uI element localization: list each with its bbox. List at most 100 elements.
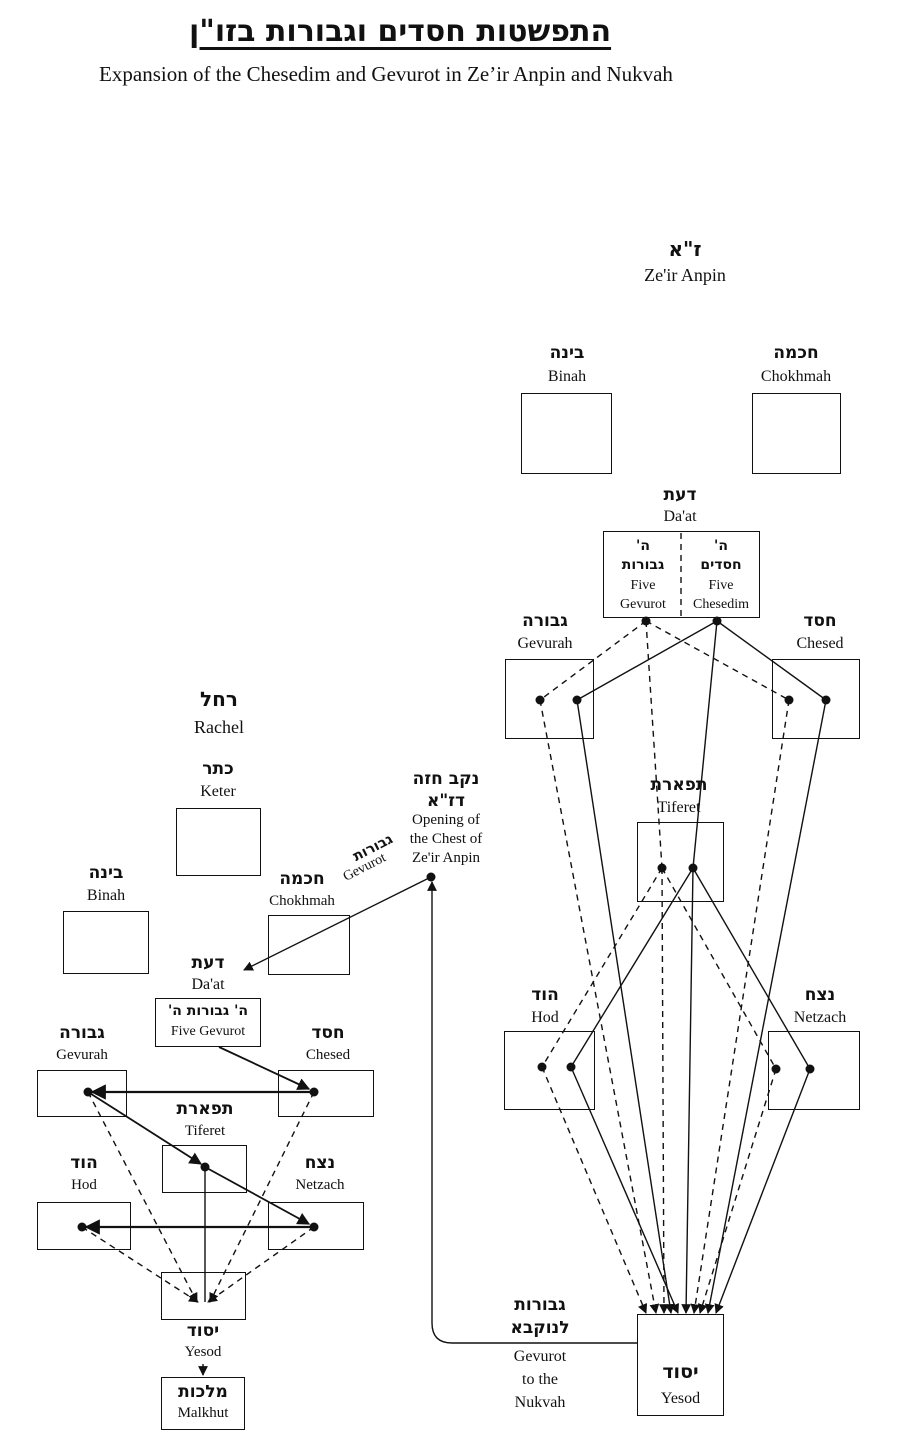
gevurot-to-nukvah-english-1: Gevurot <box>513 1348 567 1365</box>
za-dot-dG <box>641 616 651 626</box>
chest-opening-english-1: Opening of <box>412 812 480 828</box>
za-wire-hC-yesod <box>570 1066 679 1314</box>
rachel-malkhut-box <box>161 1377 245 1430</box>
rachel-hod-box <box>37 1202 131 1250</box>
rachel-keter-hebrew: כתר <box>202 759 234 779</box>
rachel-gevurah-english: Gevurah <box>56 1047 108 1063</box>
za-yesod-hebrew: יסוד <box>662 1361 699 1383</box>
rachel-heading-hebrew: רחל <box>200 687 238 711</box>
za-daat-chesedim-english-1: Five <box>708 578 734 593</box>
za-wire-daat-chesed-solid <box>716 620 827 701</box>
za-wire-gG-yesod <box>539 699 660 1314</box>
za-wire-cG-yesod <box>690 699 790 1314</box>
za-gevurah-hebrew: גבורה <box>522 611 568 631</box>
za-dot-cC <box>821 695 831 705</box>
za-chesed-box <box>772 659 860 739</box>
gevurot-arrow-to-rachel-daat <box>243 876 432 971</box>
rachel-daat-box-hebrew: ה' גבורות ה' <box>168 1003 248 1019</box>
rachel-wire-hod-yesod-dashed <box>81 1226 199 1303</box>
rachel-chesed-hebrew: חסד <box>311 1023 345 1043</box>
rachel-yesod-hebrew: יסוד <box>186 1321 220 1341</box>
za-heading-english: Ze'ir Anpin <box>644 265 726 285</box>
za-dot-cG <box>784 695 794 705</box>
rachel-malkhut-english: Malkhut <box>177 1405 229 1421</box>
za-binah-box <box>521 393 612 474</box>
za-dot-tC <box>688 863 698 873</box>
rachel-binah-hebrew: בינה <box>88 863 124 883</box>
rachel-binah-box <box>63 911 149 974</box>
rachel-heading-english: Rachel <box>194 717 244 737</box>
title-hebrew: התפשטות חסדים וגבורות בזו"ן <box>188 14 612 49</box>
rachel-gevurah-box <box>37 1070 127 1117</box>
rachel-daat-box-english: Five Gevurot <box>170 1024 246 1039</box>
chest-opening-english-2: the Chest of <box>409 831 483 847</box>
rachel-dot-g <box>83 1087 93 1097</box>
za-daat-chesedim-hebrew-1: ה' <box>714 538 728 554</box>
rachel-hod-hebrew: הוד <box>70 1153 98 1173</box>
gevurot-to-nukvah-hebrew-2: לנוקבא <box>510 1318 570 1338</box>
za-dot-hC <box>566 1062 576 1072</box>
gevurot-to-nukvah-path <box>427 881 637 1344</box>
rachel-keter-english: Keter <box>200 783 236 800</box>
rachel-tiferet-hebrew: תפארת <box>176 1099 234 1119</box>
za-wire-cC-yesod <box>704 699 827 1314</box>
rachel-yesod-english: Yesod <box>184 1344 222 1360</box>
rachel-daat-english: Da'at <box>191 976 225 993</box>
za-heading-hebrew: ז"א <box>668 237 702 261</box>
za-hod-english: Hod <box>531 1009 559 1026</box>
za-wire-nG-yesod <box>697 1068 777 1314</box>
za-hod-box <box>504 1031 595 1110</box>
za-binah-hebrew: בינה <box>549 343 585 363</box>
rachel-wire-daat-chesed <box>218 1046 311 1090</box>
title-english: Expansion of the Chesedim and Gevurot in… <box>99 62 673 86</box>
gevurot-to-nukvah-hebrew-1: גבורות <box>514 1295 566 1315</box>
za-dot-tG <box>657 863 667 873</box>
za-wire-tC-yesod <box>681 867 694 1314</box>
za-chokhmah-box <box>752 393 841 474</box>
rachel-netzach-hebrew: נצח <box>304 1153 336 1173</box>
za-daat-gevurot-hebrew-1: ה' <box>636 538 650 554</box>
rachel-dot-c <box>309 1087 319 1097</box>
za-dot-dC <box>712 616 722 626</box>
za-daat-box <box>603 531 760 618</box>
za-hod-hebrew: הוד <box>531 985 559 1005</box>
za-daat-english: Da'at <box>663 508 697 525</box>
za-daat-hebrew: דעת <box>663 485 697 505</box>
chest-opening-hebrew-1: נקב חזה <box>412 769 480 789</box>
rachel-chokhmah-box <box>268 915 350 975</box>
za-wire-daat-chesed-dashed <box>645 620 790 701</box>
za-chokhmah-hebrew: חכמה <box>773 343 819 363</box>
za-tiferet-hebrew: תפארת <box>650 775 708 795</box>
za-tiferet-english: Tiferet <box>657 799 701 816</box>
rachel-chokhmah-hebrew: חכמה <box>279 869 325 889</box>
za-yesod-english: Yesod <box>660 1390 701 1407</box>
za-tiferet-box <box>637 822 724 902</box>
rachel-hod-english: Hod <box>71 1177 97 1193</box>
rachel-wire-tiferet-netzach <box>204 1166 311 1225</box>
rachel-chesed-english: Chesed <box>305 1047 351 1063</box>
za-wire-tG-yesod <box>659 867 669 1314</box>
rachel-chokhmah-english: Chokhmah <box>269 893 335 909</box>
rachel-netzach-box <box>268 1202 364 1250</box>
za-dot-nC <box>805 1064 815 1074</box>
za-daat-chesedim-english-2: Chesedim <box>693 597 749 612</box>
rachel-wire-gevurah-tiferet <box>87 1091 203 1165</box>
rachel-daat-hebrew: דעת <box>191 953 225 973</box>
rachel-keter-box <box>176 808 261 876</box>
chest-opening-dot <box>426 872 436 882</box>
za-netzach-hebrew: נצח <box>804 985 836 1005</box>
gevurot-to-nukvah-english-2: to the <box>522 1371 558 1388</box>
za-netzach-english: Netzach <box>793 1009 847 1026</box>
za-daat-gevurot-hebrew-2: גבורות <box>621 557 665 573</box>
za-chokhmah-english: Chokhmah <box>760 368 832 385</box>
za-daat-gevurot-english-2: Gevurot <box>620 597 666 612</box>
za-wire-daat-tiferet-dashed <box>645 620 663 869</box>
za-dot-hG <box>537 1062 547 1072</box>
rachel-yesod-box <box>161 1272 246 1320</box>
za-yesod-box <box>637 1314 724 1416</box>
rachel-binah-english: Binah <box>86 887 126 904</box>
za-gevurah-english: Gevurah <box>517 635 573 652</box>
za-dot-nG <box>771 1064 781 1074</box>
za-binah-english: Binah <box>547 368 587 385</box>
